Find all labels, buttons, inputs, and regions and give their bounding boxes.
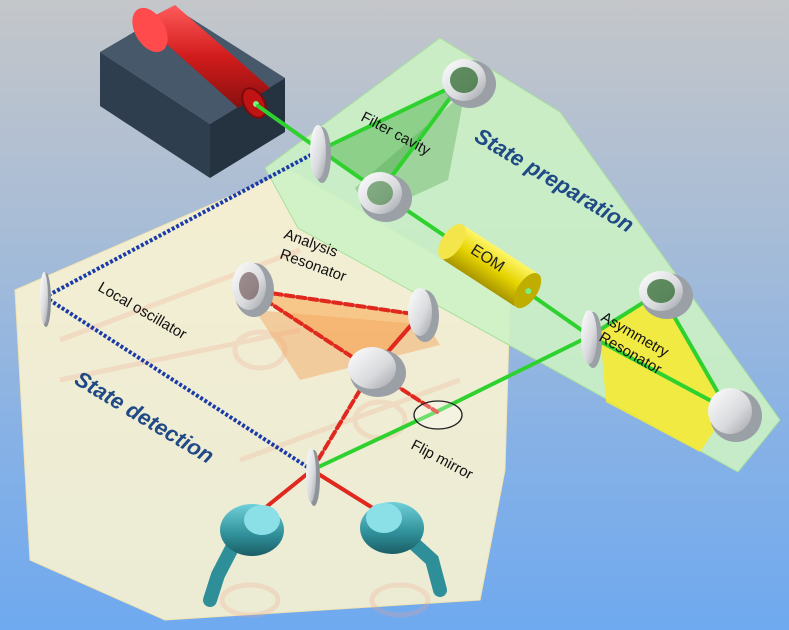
photodetector-right xyxy=(360,502,447,597)
asymmetry-resonator-area xyxy=(600,292,728,452)
asymmetry-input-mirror xyxy=(581,310,602,368)
filter-cavity-input-mirror xyxy=(310,125,331,183)
beam-splitter xyxy=(306,448,320,506)
laser-source xyxy=(100,5,285,178)
asymmetry-top-mirror xyxy=(639,271,693,319)
asymmetry-bottom-mirror xyxy=(708,388,762,442)
flip-mirror xyxy=(413,400,463,430)
analysis-resonator-right-mirror xyxy=(408,288,439,342)
laser-base-front xyxy=(100,52,210,178)
local-oscillator-beam xyxy=(43,148,321,472)
photodetector-left xyxy=(203,504,284,607)
filter-cavity-area xyxy=(320,82,462,192)
filter-cavity-bottom-mirror xyxy=(358,172,412,222)
laser-tube-body xyxy=(142,5,270,108)
mirrors xyxy=(40,59,762,506)
local-oscillator-mirror xyxy=(40,272,51,327)
filter-cavity-top-mirror xyxy=(442,59,496,108)
analysis-resonator-bottom-mirror xyxy=(348,347,406,397)
laser-base-side xyxy=(210,78,285,178)
laser-tube-front xyxy=(132,7,168,53)
analysis-resonator-left-mirror xyxy=(232,262,274,317)
analysis-resonator-shadow xyxy=(255,310,440,380)
eom-modulator xyxy=(438,223,542,309)
